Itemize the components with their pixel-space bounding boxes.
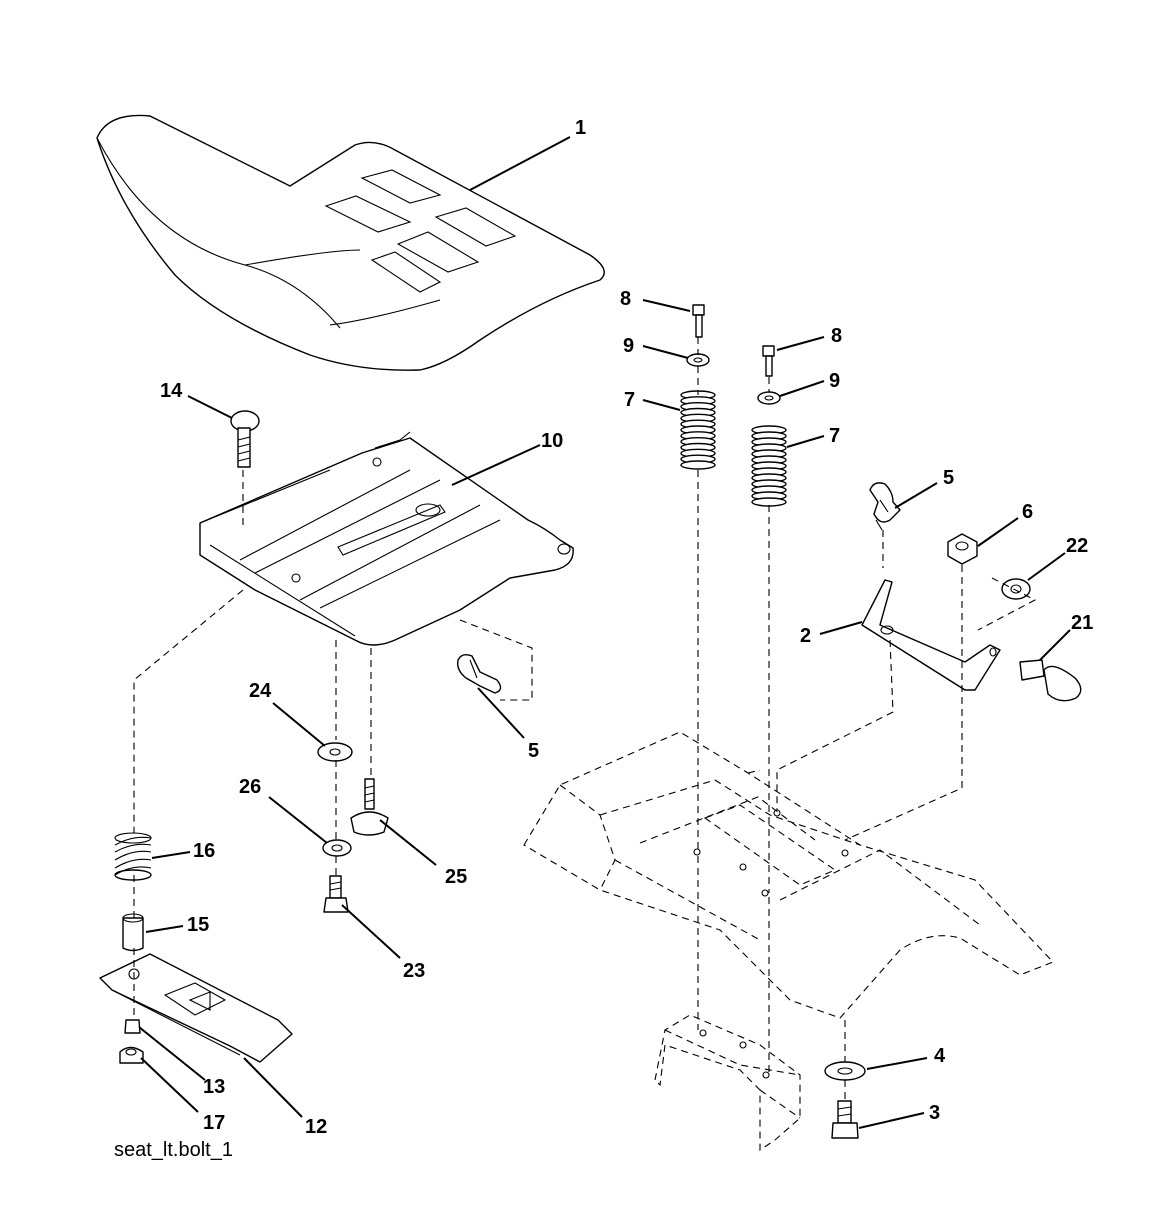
- frame-bolt: [831, 1100, 859, 1139]
- callout-13: 13: [203, 1076, 225, 1098]
- flat-washer: [317, 742, 353, 762]
- callout-22: 22: [1066, 535, 1088, 557]
- shoulder-bolt: [350, 778, 389, 836]
- angle-bracket: [861, 579, 1001, 691]
- callout-3: 3: [929, 1102, 940, 1124]
- callout-25: 25: [445, 866, 467, 888]
- leader-lines: [138, 136, 1071, 1129]
- hex-bolt-small: [323, 875, 349, 913]
- callout-26: 26: [239, 776, 261, 798]
- large-spring-left: [680, 390, 716, 470]
- callout-4: 4: [934, 1045, 946, 1067]
- knob-bolt: [1019, 659, 1082, 702]
- large-spring-right: [751, 425, 787, 507]
- spacer: [122, 913, 144, 952]
- clip-left: [456, 653, 502, 694]
- bolt-left: [692, 304, 705, 338]
- callout-5-right: 5: [943, 467, 954, 489]
- flange-nut: [119, 1046, 144, 1064]
- carriage-bolt: [230, 410, 260, 468]
- callout-16: 16: [193, 840, 215, 862]
- clip-right: [869, 482, 901, 531]
- callout-10: 10: [541, 430, 563, 452]
- frame-outline: [523, 731, 1054, 1152]
- callout-8-left: 8: [620, 288, 631, 310]
- hex-nut: [947, 533, 978, 565]
- callout-2: 2: [800, 625, 811, 647]
- washer-left: [686, 353, 710, 367]
- callout-8-right: 8: [831, 325, 842, 347]
- callout-9-right: 9: [829, 370, 840, 392]
- frame-washer: [824, 1061, 866, 1081]
- alignment-lines: [133, 337, 1037, 1101]
- seat-pan: [199, 431, 574, 646]
- bolt-right: [762, 345, 775, 377]
- callout-21: 21: [1071, 612, 1093, 634]
- callout-23: 23: [403, 960, 425, 982]
- lock-washer: [322, 839, 352, 857]
- callout-7-right: 7: [829, 425, 840, 447]
- callout-7-left: 7: [624, 389, 635, 411]
- slide-bracket: [99, 953, 293, 1063]
- washer-right: [757, 391, 781, 405]
- callout-15: 15: [187, 914, 209, 936]
- callout-14: 14: [160, 380, 183, 402]
- callout-6: 6: [1022, 501, 1033, 523]
- small-spring: [114, 832, 152, 881]
- diagram-caption: seat_lt.bolt_1: [114, 1139, 233, 1161]
- callout-17: 17: [203, 1112, 225, 1134]
- callouts: 1 14 10 5 24 26 25 23 16 15 13 17 12 8 9…: [160, 117, 1093, 1138]
- callout-9-left: 9: [623, 335, 634, 357]
- small-nut: [124, 1019, 141, 1034]
- callout-1: 1: [575, 117, 586, 139]
- callout-12: 12: [305, 1116, 327, 1138]
- seat: [96, 114, 605, 371]
- callout-24: 24: [249, 680, 272, 702]
- star-washer: [1001, 578, 1031, 600]
- callout-5-left: 5: [528, 740, 539, 762]
